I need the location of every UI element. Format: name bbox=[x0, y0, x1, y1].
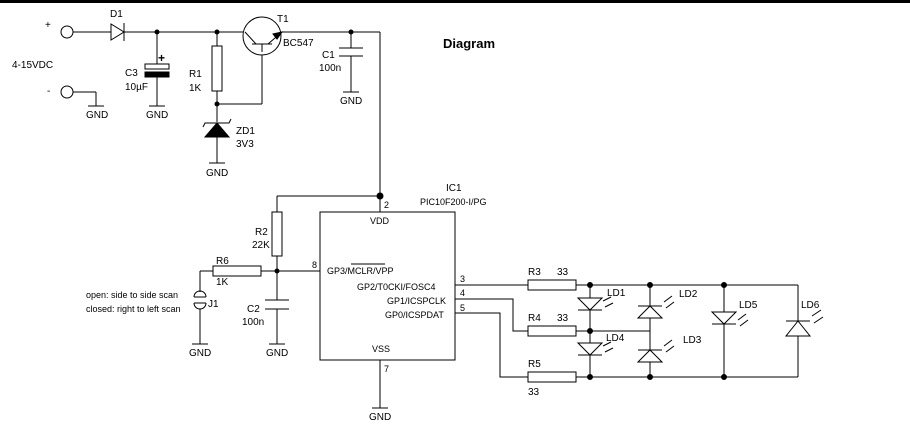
d1-ref: D1 bbox=[110, 9, 123, 20]
led-ld2: LD2 bbox=[636, 289, 698, 319]
jumper-j1: J1 GND bbox=[189, 271, 219, 359]
r3-ref: R3 bbox=[528, 267, 541, 278]
t1-value: BC547 bbox=[283, 38, 314, 49]
resistor-r2: R2 22K bbox=[252, 196, 283, 300]
supply-input: + - 4-15VDC GND bbox=[12, 20, 108, 121]
pin-gp1-label: GP1/ICSPCLK bbox=[387, 296, 446, 306]
ic-ref: IC1 bbox=[446, 183, 462, 194]
capacitor-c2: C2 100n GND bbox=[242, 299, 289, 359]
c2-ref: C2 bbox=[247, 304, 260, 315]
zd1-value: 3V3 bbox=[236, 139, 254, 150]
zd1-ref: ZD1 bbox=[236, 126, 255, 137]
gnd-label: GND bbox=[340, 96, 362, 107]
r4-value: 33 bbox=[557, 313, 569, 324]
r2-ref: R2 bbox=[255, 227, 268, 238]
supply-voltage-label: 4-15VDC bbox=[12, 60, 53, 71]
c3-polarity: + bbox=[158, 51, 165, 65]
jumper-note-open: open: side to side scan bbox=[86, 290, 178, 300]
pin-number-gp1: 4 bbox=[460, 288, 465, 298]
pin-gp3-label: GP3/MCLR/VPP bbox=[327, 266, 394, 276]
c3-value: 10µF bbox=[125, 82, 148, 93]
pin-gp2-label: GP2/T0CKI/FOSC4 bbox=[357, 282, 436, 292]
pin-number-gp2: 3 bbox=[460, 274, 465, 284]
ld5-ref: LD5 bbox=[739, 300, 758, 311]
ld3-ref: LD3 bbox=[683, 335, 702, 346]
gnd-label: GND bbox=[266, 348, 288, 359]
minus-terminal bbox=[60, 85, 74, 99]
diagram-title: Diagram bbox=[443, 36, 495, 51]
pin-gp0-label: GP0/ICSPDAT bbox=[385, 310, 444, 320]
t1-ref: T1 bbox=[277, 14, 289, 25]
ld4-ref: LD4 bbox=[606, 333, 625, 344]
gnd-symbol: GND bbox=[369, 407, 391, 423]
c2-value: 100n bbox=[242, 317, 264, 328]
led-ld3: LD3 bbox=[636, 335, 702, 363]
ld6-ref: LD6 bbox=[801, 300, 820, 311]
capacitor-c3: + C3 10µF GND bbox=[125, 29, 170, 121]
gnd-label: GND bbox=[86, 110, 108, 121]
resistor-r6: R6 1K bbox=[200, 256, 320, 288]
pin-number-vss: 7 bbox=[384, 364, 389, 374]
gnd-label: GND bbox=[189, 348, 211, 359]
gnd-label: GND bbox=[206, 168, 228, 179]
led-ld6: LD6 bbox=[784, 300, 824, 337]
resistor-r5: R5 33 bbox=[527, 359, 577, 398]
plus-sign: + bbox=[45, 20, 51, 31]
ld1-ref: LD1 bbox=[607, 288, 626, 299]
pin-number-gp3: 8 bbox=[312, 260, 317, 270]
ic-part: PIC10F200-I/PG bbox=[420, 197, 487, 207]
r2-value: 22K bbox=[252, 240, 270, 251]
ld2-ref: LD2 bbox=[679, 289, 698, 300]
pin-number-gp0: 5 bbox=[460, 303, 465, 313]
ic-body bbox=[319, 211, 456, 361]
resistor-r3: R3 33 bbox=[527, 267, 577, 291]
c3-ref: C3 bbox=[125, 68, 138, 79]
r1-ref: R1 bbox=[189, 69, 202, 80]
resistor-r1: R1 1K bbox=[189, 29, 223, 122]
r5-ref: R5 bbox=[528, 359, 541, 370]
r3-value: 33 bbox=[557, 267, 569, 278]
pin-number-vdd: 2 bbox=[384, 200, 389, 210]
minus-sign: - bbox=[47, 86, 50, 97]
ic-pic10f200: IC1 PIC10F200-I/PG VDD VSS GP3/MCLR/VPP … bbox=[312, 183, 487, 374]
led-ld4: LD4 bbox=[576, 333, 625, 356]
r5-value: 33 bbox=[528, 387, 540, 398]
pin-vdd-label: VDD bbox=[370, 216, 390, 226]
r6-ref: R6 bbox=[216, 256, 229, 267]
pin-vss-label: VSS bbox=[372, 344, 390, 354]
c1-ref: C1 bbox=[322, 50, 335, 61]
diode-d1: D1 bbox=[110, 9, 125, 41]
transistor-t1: T1 BC547 bbox=[242, 14, 314, 56]
led-ld1: LD1 bbox=[576, 288, 626, 311]
r4-ref: R4 bbox=[528, 313, 541, 324]
zener-zd1: ZD1 3V3 GND bbox=[202, 118, 255, 179]
gnd-symbol: GND bbox=[86, 105, 108, 121]
resistor-r4: R4 33 bbox=[527, 313, 577, 337]
jumper-note-closed: closed: right to left scan bbox=[86, 304, 181, 314]
gnd-label: GND bbox=[369, 412, 391, 423]
led-ld5: LD5 bbox=[710, 300, 758, 327]
j1-ref: J1 bbox=[208, 299, 219, 310]
r1-value: 1K bbox=[189, 83, 202, 94]
c1-value: 100n bbox=[319, 63, 341, 74]
gnd-label: GND bbox=[146, 110, 168, 121]
capacitor-c1: C1 100n GND bbox=[319, 29, 363, 107]
plus-terminal bbox=[60, 25, 74, 39]
r6-value: 1K bbox=[216, 277, 229, 288]
